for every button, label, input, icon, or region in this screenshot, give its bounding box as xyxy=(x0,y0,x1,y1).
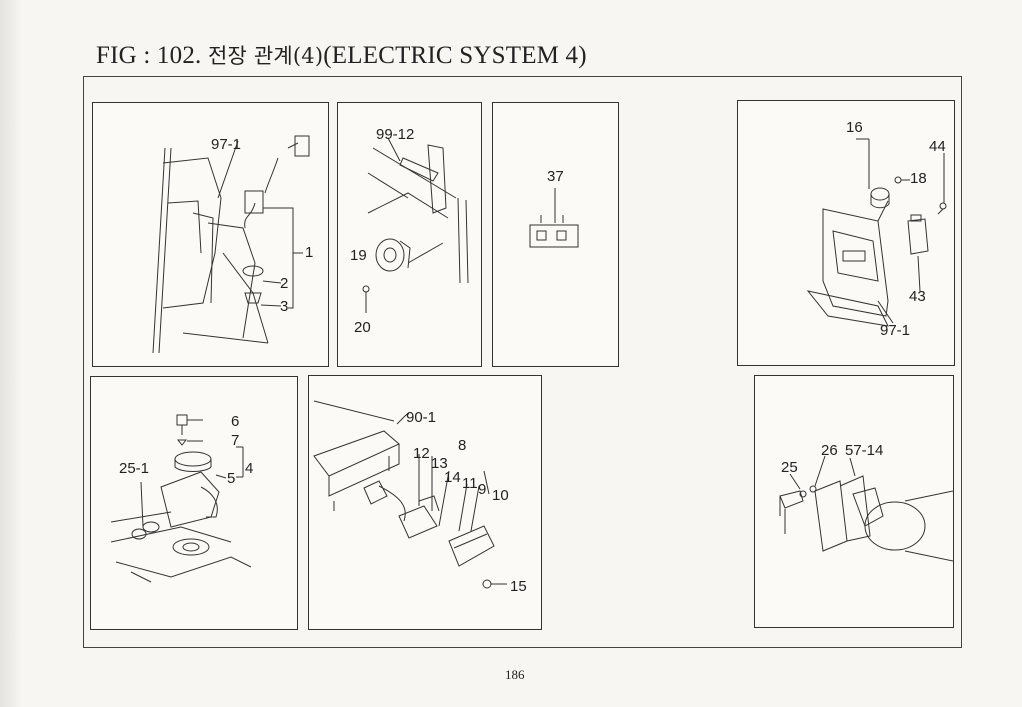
panel-1: 97-1 1 2 3 xyxy=(92,102,329,367)
callout-19: 19 xyxy=(350,247,367,264)
panel-5: 6 7 25-1 4 5 xyxy=(90,376,298,630)
panel-3-drawing xyxy=(529,188,579,248)
callout-13: 13 xyxy=(431,455,448,472)
callout-44: 44 xyxy=(929,138,946,155)
callout-8: 8 xyxy=(458,437,467,454)
callout-57-14: 57-14 xyxy=(845,442,884,459)
panel-4-drawing xyxy=(806,138,947,327)
panel-6: 90-1 8 12 13 14 11 9 10 15 xyxy=(308,375,542,630)
callout-20: 20 xyxy=(354,319,371,336)
callout-25-1: 25-1 xyxy=(119,460,150,477)
callout-97-1: 97-1 xyxy=(211,136,242,153)
callout-43: 43 xyxy=(909,288,926,305)
panel-1-drawing xyxy=(152,135,310,354)
callout-7: 7 xyxy=(231,432,240,449)
page-binding-edge xyxy=(0,0,22,707)
panel-7-drawing xyxy=(779,455,953,562)
callout-4: 4 xyxy=(245,460,254,477)
figure-title: FIG : 102. 전장 관계(4)(ELECTRIC SYSTEM 4) xyxy=(96,40,587,70)
callout-10: 10 xyxy=(492,487,509,504)
callout-11: 11 xyxy=(462,475,478,492)
callout-16: 16 xyxy=(846,119,863,136)
figure-frame xyxy=(83,76,962,648)
callout-90-1: 90-1 xyxy=(406,409,437,426)
callout-15: 15 xyxy=(510,578,527,595)
panel-2: 99-12 19 20 xyxy=(337,102,482,367)
panel-6-drawing xyxy=(313,400,507,589)
page-number: 186 xyxy=(505,667,525,682)
callout-3: 3 xyxy=(280,298,289,315)
panel-3: 37 xyxy=(492,102,619,367)
callout-25: 25 xyxy=(781,459,798,476)
callout-6: 6 xyxy=(231,413,240,430)
title-korean: 전장 관계(4) xyxy=(207,44,324,68)
callout-5: 5 xyxy=(227,470,236,487)
callout-2: 2 xyxy=(280,275,289,292)
title-english: (ELECTRIC SYSTEM 4) xyxy=(323,42,587,69)
panel-5-drawing xyxy=(110,414,252,583)
panel-2-drawing xyxy=(362,137,469,313)
figure-number: FIG : 102. xyxy=(96,42,202,69)
callout-99-12: 99-12 xyxy=(376,126,415,143)
callout-26: 26 xyxy=(821,442,838,459)
callout-14: 14 xyxy=(444,469,461,486)
callout-37: 37 xyxy=(547,168,564,185)
panel-7: 26 57-14 25 xyxy=(754,375,954,628)
panel-4: 16 44 18 43 97-1 xyxy=(737,100,955,366)
callout-12: 12 xyxy=(413,445,430,462)
callout-18: 18 xyxy=(910,170,927,187)
callout-9: 9 xyxy=(478,481,487,498)
callout-97-1-b: 97-1 xyxy=(880,322,911,339)
callout-1: 1 xyxy=(305,244,314,261)
